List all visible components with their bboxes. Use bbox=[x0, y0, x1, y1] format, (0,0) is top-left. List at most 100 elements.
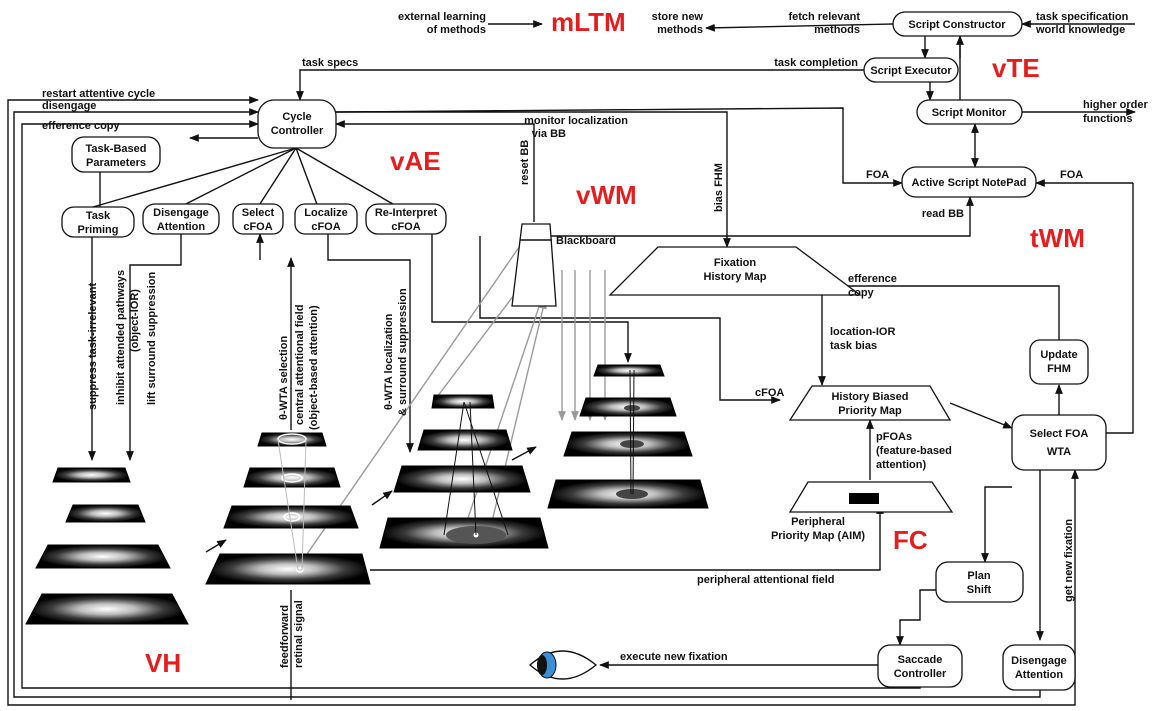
script-constructor-box: Script Constructor bbox=[892, 11, 1023, 37]
svg-text:Task: Task bbox=[86, 210, 111, 222]
svg-text:execute new fixation: execute new fixation bbox=[620, 651, 728, 663]
svg-text:Re-Interpret: Re-Interpret bbox=[375, 207, 438, 219]
svg-text:inhibit attended pathways: inhibit attended pathways bbox=[115, 270, 127, 405]
svg-text:monitor localization: monitor localization bbox=[524, 115, 628, 127]
svg-text:θ-WTA localization: θ-WTA localization bbox=[383, 313, 395, 410]
svg-text:WTA: WTA bbox=[1047, 446, 1071, 458]
saccade-controller-box: Saccade Controller bbox=[877, 644, 963, 688]
svg-text:Cycle: Cycle bbox=[282, 111, 311, 123]
svg-text:via BB: via BB bbox=[532, 128, 566, 140]
svg-text:& surround suppression: & surround suppression bbox=[397, 288, 409, 416]
svg-text:Select FOA: Select FOA bbox=[1030, 428, 1089, 440]
svg-text:Script Executor: Script Executor bbox=[870, 65, 952, 77]
task-priming-box: Task Priming bbox=[61, 206, 135, 238]
module-labels: mLTM vTE vAE vWM tWM FC VH bbox=[145, 7, 1085, 678]
svg-text:bias FHM: bias FHM bbox=[713, 163, 725, 212]
svg-text:cFOA: cFOA bbox=[311, 221, 340, 233]
svg-text:fetch relevant: fetch relevant bbox=[788, 11, 860, 23]
svg-text:copy: copy bbox=[848, 287, 875, 299]
pyramid-vh bbox=[25, 467, 189, 625]
eye-icon bbox=[528, 650, 598, 680]
svg-text:lift surround suppression: lift surround suppression bbox=[146, 271, 158, 405]
active-script-notepad-box: Active Script NotePad bbox=[901, 166, 1037, 198]
pyramid-localize bbox=[379, 394, 549, 549]
svg-text:reset BB: reset BB bbox=[519, 140, 531, 185]
script-monitor-box: Script Monitor bbox=[916, 99, 1023, 125]
svg-text:suppress task-irrelevant: suppress task-irrelevant bbox=[87, 282, 99, 410]
svg-text:task specification: task specification bbox=[1036, 11, 1129, 23]
svg-text:Priority Map (AIM): Priority Map (AIM) bbox=[771, 530, 865, 542]
task-based-parameters-box: Task-Based Parameters bbox=[71, 136, 161, 173]
svg-text:attention): attention) bbox=[876, 459, 926, 471]
svg-text:feedforward: feedforward bbox=[279, 605, 291, 668]
svg-text:(feature-based: (feature-based bbox=[876, 445, 952, 457]
reinterpret-cfoa-box: Re-Interpret cFOA bbox=[365, 203, 447, 235]
svg-text:efference: efference bbox=[848, 273, 897, 285]
history-biased-priority-map: History Biased Priority Map bbox=[788, 385, 952, 421]
cycle-controller-box: Cycle Controller bbox=[257, 99, 337, 149]
svg-text:Controller: Controller bbox=[894, 668, 947, 680]
svg-text:Localize: Localize bbox=[304, 207, 347, 219]
svg-text:retinal signal: retinal signal bbox=[293, 600, 305, 668]
edge-labels: external learning of methods store new m… bbox=[42, 11, 1149, 668]
script-executor-box: Script Executor bbox=[863, 57, 959, 83]
svg-text:get new fixation: get new fixation bbox=[1063, 519, 1075, 602]
svg-text:Priming: Priming bbox=[78, 224, 119, 236]
svg-text:Script Constructor: Script Constructor bbox=[908, 19, 1006, 31]
svg-text:methods: methods bbox=[657, 24, 703, 36]
select-foa-wta-box: Select FOA WTA bbox=[1011, 414, 1107, 471]
localize-cfoa-box: Localize cFOA bbox=[294, 203, 358, 235]
module-vte-label: vTE bbox=[992, 53, 1040, 83]
svg-text:History Map: History Map bbox=[704, 271, 767, 283]
svg-text:(object-based attention): (object-based attention) bbox=[308, 305, 320, 430]
svg-text:cFOA: cFOA bbox=[391, 221, 420, 233]
svg-text:read BB: read BB bbox=[922, 208, 964, 220]
svg-text:Blackboard: Blackboard bbox=[556, 235, 616, 247]
module-fc-label: FC bbox=[893, 525, 928, 555]
svg-text:Update: Update bbox=[1040, 349, 1077, 361]
process-boxes: Script Constructor Script Executor Scrip… bbox=[61, 11, 1107, 691]
svg-text:(object-IOR): (object-IOR) bbox=[129, 289, 141, 352]
svg-text:central attentional field: central attentional field bbox=[294, 305, 306, 425]
svg-text:History Biased: History Biased bbox=[831, 391, 908, 403]
svg-text:higher order: higher order bbox=[1083, 99, 1149, 111]
svg-text:Plan: Plan bbox=[967, 570, 991, 582]
svg-text:task completion: task completion bbox=[774, 57, 858, 69]
svg-text:peripheral attentional field: peripheral attentional field bbox=[697, 574, 835, 586]
svg-text:disengage: disengage bbox=[42, 100, 96, 112]
svg-text:Attention: Attention bbox=[1015, 669, 1064, 681]
module-vwm-label: vWM bbox=[576, 180, 637, 210]
svg-text:Attention: Attention bbox=[157, 221, 206, 233]
svg-text:external learning: external learning bbox=[398, 11, 486, 23]
select-cfoa-box: Select cFOA bbox=[232, 203, 284, 235]
svg-text:Script Monitor: Script Monitor bbox=[932, 107, 1007, 119]
svg-text:Controller: Controller bbox=[271, 125, 324, 137]
svg-text:Active Script NotePad: Active Script NotePad bbox=[912, 177, 1027, 189]
svg-text:Saccade: Saccade bbox=[898, 654, 943, 666]
svg-text:cFOA: cFOA bbox=[755, 387, 784, 399]
svg-text:store new: store new bbox=[652, 11, 704, 23]
svg-text:FOA: FOA bbox=[866, 169, 889, 181]
disengage-attention-top-box: Disengage Attention bbox=[142, 203, 220, 235]
svg-text:Fixation: Fixation bbox=[714, 257, 756, 269]
svg-text:of methods: of methods bbox=[427, 24, 486, 36]
svg-text:FHM: FHM bbox=[1047, 363, 1071, 375]
svg-text:world knowledge: world knowledge bbox=[1035, 24, 1125, 36]
disengage-attention-bottom-box: Disengage Attention bbox=[1002, 644, 1076, 691]
update-fhm-box: Update FHM bbox=[1029, 339, 1089, 385]
peripheral-priority-map: Peripheral Priority Map (AIM) bbox=[771, 481, 954, 542]
svg-text:Parameters: Parameters bbox=[86, 157, 146, 169]
svg-text:Disengage: Disengage bbox=[153, 207, 209, 219]
svg-text:Priority Map: Priority Map bbox=[838, 405, 902, 417]
svg-text:functions: functions bbox=[1083, 113, 1133, 125]
svg-text:task specs: task specs bbox=[302, 57, 358, 69]
svg-text:Shift: Shift bbox=[967, 584, 992, 596]
blackboard: Blackboard bbox=[511, 223, 616, 307]
svg-text:Peripheral: Peripheral bbox=[791, 516, 845, 528]
svg-text:θ-WTA selection: θ-WTA selection bbox=[278, 336, 290, 420]
svg-text:pFOAs: pFOAs bbox=[876, 431, 912, 443]
svg-text:efference copy: efference copy bbox=[42, 120, 121, 132]
svg-text:restart attentive cycle: restart attentive cycle bbox=[42, 88, 155, 100]
svg-text:methods: methods bbox=[814, 24, 860, 36]
pyramid-select bbox=[205, 432, 371, 585]
